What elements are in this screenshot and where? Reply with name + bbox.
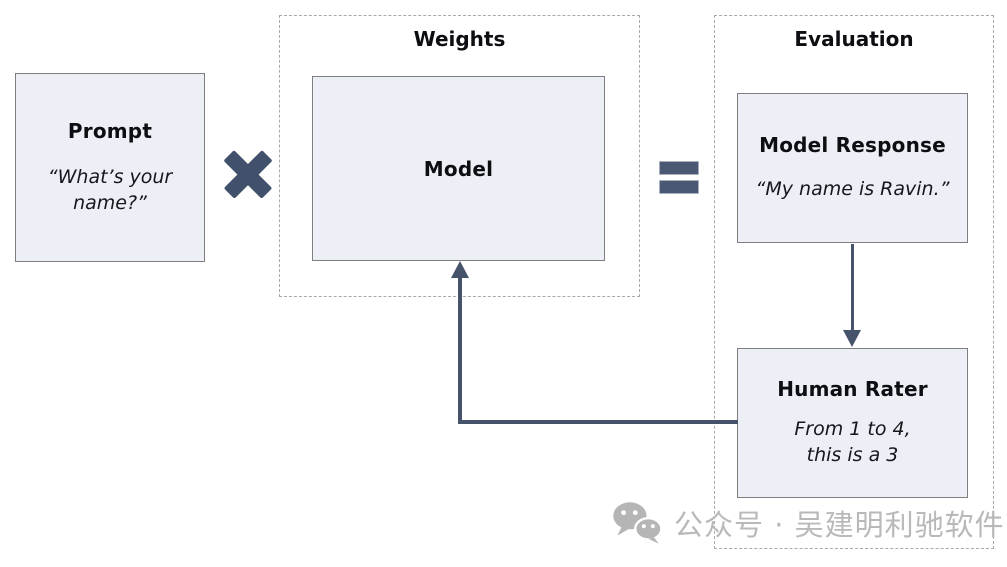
response-to-rater-arrowhead: [843, 330, 861, 347]
watermark: 公众号 · 吴建明利驰软件: [611, 500, 1005, 546]
wechat-icon: [613, 502, 663, 544]
rater-to-model-arrowhead: [451, 261, 469, 278]
multiply-icon: [223, 150, 273, 199]
model-response-box-quote: “My name is Ravin.”: [755, 178, 950, 201]
human-rater-quote-line-1: From 1 to 4,: [794, 418, 911, 441]
human-rater-quote-line-2: this is a 3: [806, 444, 899, 466]
model-box: Model: [312, 76, 605, 261]
prompt-box-quote: “What’s your name?”: [48, 165, 172, 216]
model-response-box: Model Response “My name is Ravin.”: [737, 93, 968, 243]
prompt-quote-line-1: “What’s your: [47, 165, 173, 188]
response-to-rater-arrow-line: [850, 244, 854, 332]
human-rater-box: Human Rater From 1 to 4, this is a 3: [737, 348, 968, 498]
equals-icon: [659, 161, 699, 194]
model-response-box-title: Model Response: [759, 133, 946, 158]
rater-to-model-arrow-horizontal-line: [458, 420, 738, 424]
prompt-quote-line-2: name?”: [73, 191, 147, 214]
evaluation-group: Evaluation: [714, 15, 994, 549]
rater-to-model-arrow-vertical-line: [458, 277, 462, 424]
human-rater-box-quote: From 1 to 4, this is a 3: [794, 417, 910, 468]
human-rater-box-title: Human Rater: [777, 377, 928, 402]
equals-icon-bar: [659, 179, 699, 194]
prompt-box: Prompt “What’s your name?”: [15, 73, 205, 262]
equals-icon-bar: [659, 161, 699, 175]
prompt-box-title: Prompt: [67, 118, 153, 143]
model-box-title: Model: [423, 156, 494, 181]
watermark-text: 公众号 · 吴建明利驰软件: [674, 508, 1005, 542]
weights-group-title: Weights: [413, 27, 506, 51]
evaluation-group-title: Evaluation: [794, 27, 914, 51]
